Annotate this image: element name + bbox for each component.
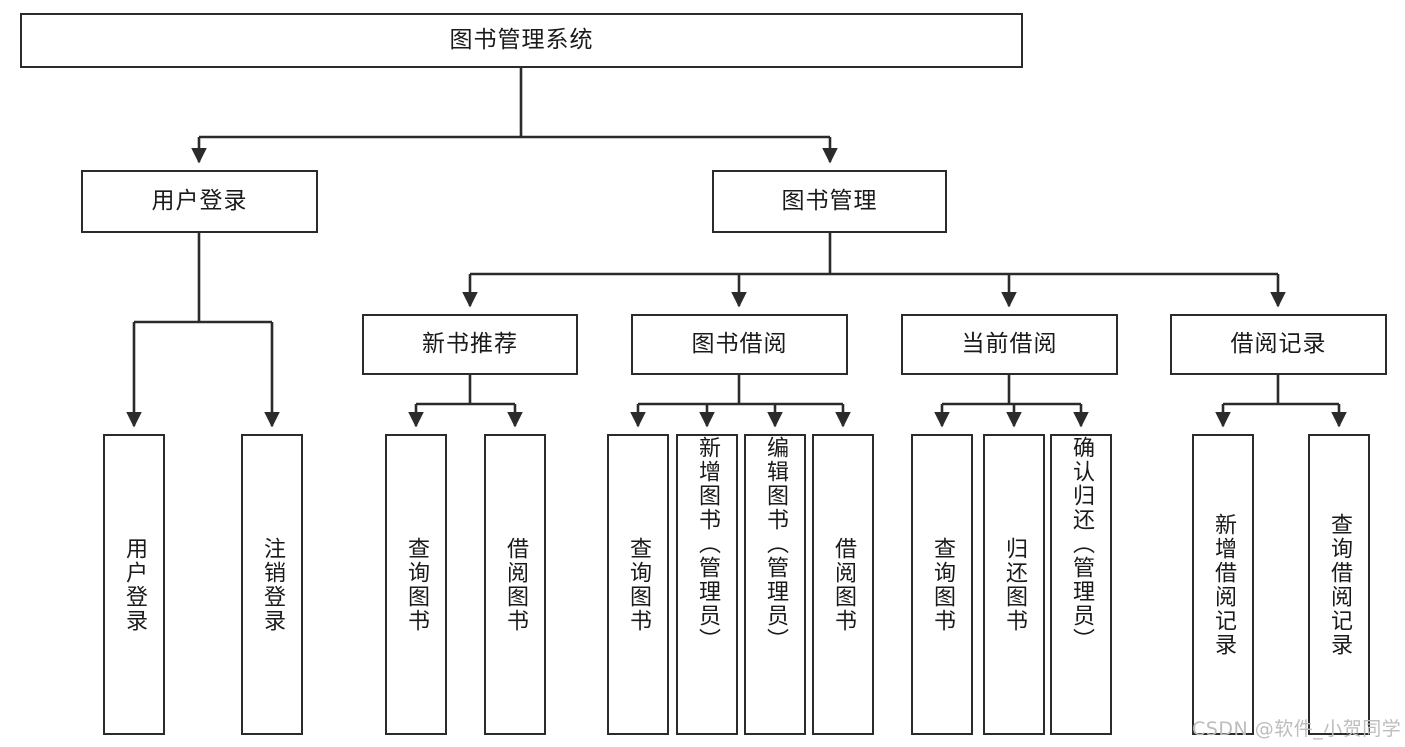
node-leaf-borrow-book-rec-label: 借阅图书 — [502, 536, 528, 633]
node-leaf-query-book-cur[interactable]: 查询图书 — [911, 434, 973, 735]
node-leaf-add-record-label: 新增借阅记录 — [1210, 512, 1236, 657]
node-current-borrow[interactable]: 当前借阅 — [901, 314, 1118, 375]
node-user-login-label: 用户登录 — [151, 187, 248, 214]
node-user-login[interactable]: 用户登录 — [81, 170, 318, 233]
node-book-management[interactable]: 图书管理 — [712, 170, 947, 233]
node-leaf-borrow-book-label: 借阅图书 — [830, 536, 856, 633]
node-leaf-add-record[interactable]: 新增借阅记录 — [1192, 434, 1254, 735]
node-book-borrow-label: 图书借阅 — [691, 330, 788, 357]
node-leaf-query-book-borrow-label: 查询图书 — [625, 536, 651, 633]
node-leaf-return-book-label: 归还图书 — [1001, 536, 1027, 633]
node-borrow-records[interactable]: 借阅记录 — [1170, 314, 1387, 375]
node-leaf-user-login[interactable]: 用户登录 — [103, 434, 165, 735]
node-leaf-user-login-label: 用户登录 — [121, 536, 147, 633]
node-leaf-query-record[interactable]: 查询借阅记录 — [1308, 434, 1370, 735]
node-leaf-query-book-cur-label: 查询图书 — [929, 536, 955, 633]
node-borrow-records-label: 借阅记录 — [1230, 330, 1327, 357]
node-leaf-query-record-label: 查询借阅记录 — [1326, 512, 1352, 657]
node-leaf-confirm-return-label: 确认归还（管理员） — [1068, 436, 1094, 652]
node-leaf-add-book-label: 新增图书（管理员） — [694, 436, 720, 652]
node-leaf-confirm-return[interactable]: 确认归还（管理员） — [1050, 434, 1112, 735]
node-leaf-edit-book[interactable]: 编辑图书（管理员） — [744, 434, 806, 735]
node-leaf-return-book[interactable]: 归还图书 — [983, 434, 1045, 735]
node-leaf-add-book[interactable]: 新增图书（管理员） — [676, 434, 738, 735]
node-leaf-query-book-borrow[interactable]: 查询图书 — [607, 434, 669, 735]
node-book-borrow[interactable]: 图书借阅 — [631, 314, 848, 375]
node-leaf-query-book-rec[interactable]: 查询图书 — [385, 434, 447, 735]
node-current-borrow-label: 当前借阅 — [961, 330, 1058, 357]
node-leaf-borrow-book[interactable]: 借阅图书 — [812, 434, 874, 735]
node-leaf-edit-book-label: 编辑图书（管理员） — [762, 436, 788, 652]
node-leaf-logout[interactable]: 注销登录 — [241, 434, 303, 735]
node-root[interactable]: 图书管理系统 — [20, 13, 1023, 68]
node-leaf-logout-label: 注销登录 — [259, 536, 285, 633]
watermark: CSDN @软件_小贺同学 — [1192, 718, 1402, 740]
node-new-book-recommend[interactable]: 新书推荐 — [362, 314, 578, 375]
node-leaf-borrow-book-rec[interactable]: 借阅图书 — [484, 434, 546, 735]
node-book-management-label: 图书管理 — [781, 187, 878, 214]
node-new-book-recommend-label: 新书推荐 — [422, 330, 518, 357]
node-root-label: 图书管理系统 — [449, 26, 594, 53]
node-leaf-query-book-rec-label: 查询图书 — [403, 536, 429, 633]
